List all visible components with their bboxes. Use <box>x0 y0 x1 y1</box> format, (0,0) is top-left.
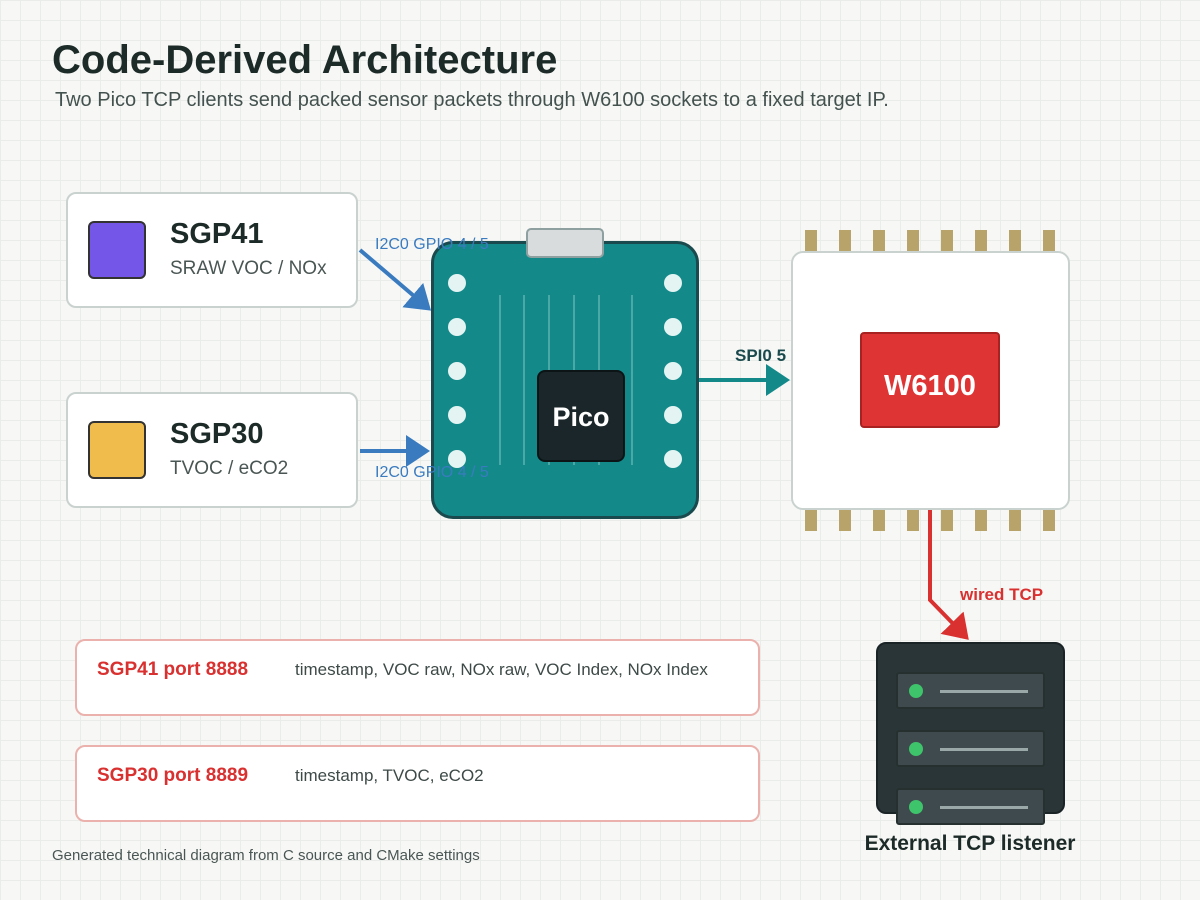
page-subtitle: Two Pico TCP clients send packed sensor … <box>55 89 889 111</box>
packet-port: SGP30 port 8889 <box>97 765 249 786</box>
w6100-chip <box>860 332 1000 428</box>
sensor-name: SGP30 <box>170 418 264 450</box>
sgp41-swatch-icon <box>88 221 146 279</box>
pico-label: Pico <box>552 402 610 432</box>
server-rack <box>896 730 1045 767</box>
sgp30-swatch-icon <box>88 421 146 479</box>
board-trace <box>499 295 501 465</box>
server-rack <box>896 672 1045 709</box>
i2c-label-sgp41: I2C0 GPIO 4 / 5 <box>375 236 489 253</box>
w6100-pin-icon <box>873 509 885 531</box>
rack-slot <box>940 690 1028 693</box>
page-title: Code-Derived Architecture <box>52 38 558 82</box>
status-led-icon <box>909 684 923 698</box>
rack-slot <box>940 806 1028 809</box>
pin-icon <box>448 406 466 424</box>
sensor-name: SGP41 <box>170 218 264 250</box>
tcp-wire <box>928 510 969 640</box>
footer-note: Generated technical diagram from C sourc… <box>52 847 480 864</box>
packet-card-sgp41: SGP41 port 8888 timestamp, VOC raw, NOx … <box>75 639 760 716</box>
i2c-label-sgp30: I2C0 GPIO 4 / 5 <box>375 464 489 481</box>
i2c-wire-sgp41 <box>358 248 432 311</box>
pin-icon <box>664 362 682 380</box>
w6100-pin-icon <box>805 230 817 252</box>
sensor-sgp41: SGP41 SRAW VOC / NOx <box>66 192 358 308</box>
sensor-sgp30: SGP30 TVOC / eCO2 <box>66 392 358 508</box>
pin-icon <box>664 274 682 292</box>
pin-icon <box>448 450 466 468</box>
w6100-pin-icon <box>839 230 851 252</box>
packet-fields: timestamp, VOC raw, NOx raw, VOC Index, … <box>295 660 708 679</box>
w6100-pin-icon <box>839 509 851 531</box>
w6100-pin-icon <box>1009 230 1021 252</box>
status-led-icon <box>909 742 923 756</box>
packet-card-sgp30: SGP30 port 8889 timestamp, TVOC, eCO2 <box>75 745 760 822</box>
pin-icon <box>448 318 466 336</box>
w6100-pin-icon <box>1043 230 1055 252</box>
w6100-pin-icon <box>975 509 987 531</box>
rack-slot <box>940 748 1028 751</box>
usb-connector-icon <box>526 228 604 258</box>
w6100-pin-icon <box>941 509 953 531</box>
w6100-pin-icon <box>907 509 919 531</box>
tcp-label: wired TCP <box>960 585 1044 604</box>
w6100-pin-icon <box>1009 509 1021 531</box>
server-rack <box>896 788 1045 825</box>
w6100-pin-icon <box>907 230 919 252</box>
status-led-icon <box>909 800 923 814</box>
pin-icon <box>448 274 466 292</box>
w6100-pin-icon <box>805 509 817 531</box>
sensor-description: TVOC / eCO2 <box>170 458 289 479</box>
w6100-pin-icon <box>873 230 885 252</box>
pin-icon <box>664 450 682 468</box>
w6100-pin-icon <box>1043 509 1055 531</box>
pin-icon <box>664 318 682 336</box>
pin-icon <box>664 406 682 424</box>
board-trace <box>523 295 525 465</box>
packet-fields: timestamp, TVOC, eCO2 <box>295 766 484 785</box>
packet-port: SGP41 port 8888 <box>97 659 249 680</box>
board-trace <box>631 295 633 465</box>
w6100-pin-icon <box>941 230 953 252</box>
pico-mcu-chip <box>537 370 625 462</box>
pin-icon <box>448 362 466 380</box>
w6100-pin-icon <box>975 230 987 252</box>
server-icon <box>876 642 1065 814</box>
server-label: External TCP listener <box>864 832 1076 855</box>
sensor-description: SRAW VOC / NOx <box>170 258 327 279</box>
w6100-label: W6100 <box>884 370 976 402</box>
